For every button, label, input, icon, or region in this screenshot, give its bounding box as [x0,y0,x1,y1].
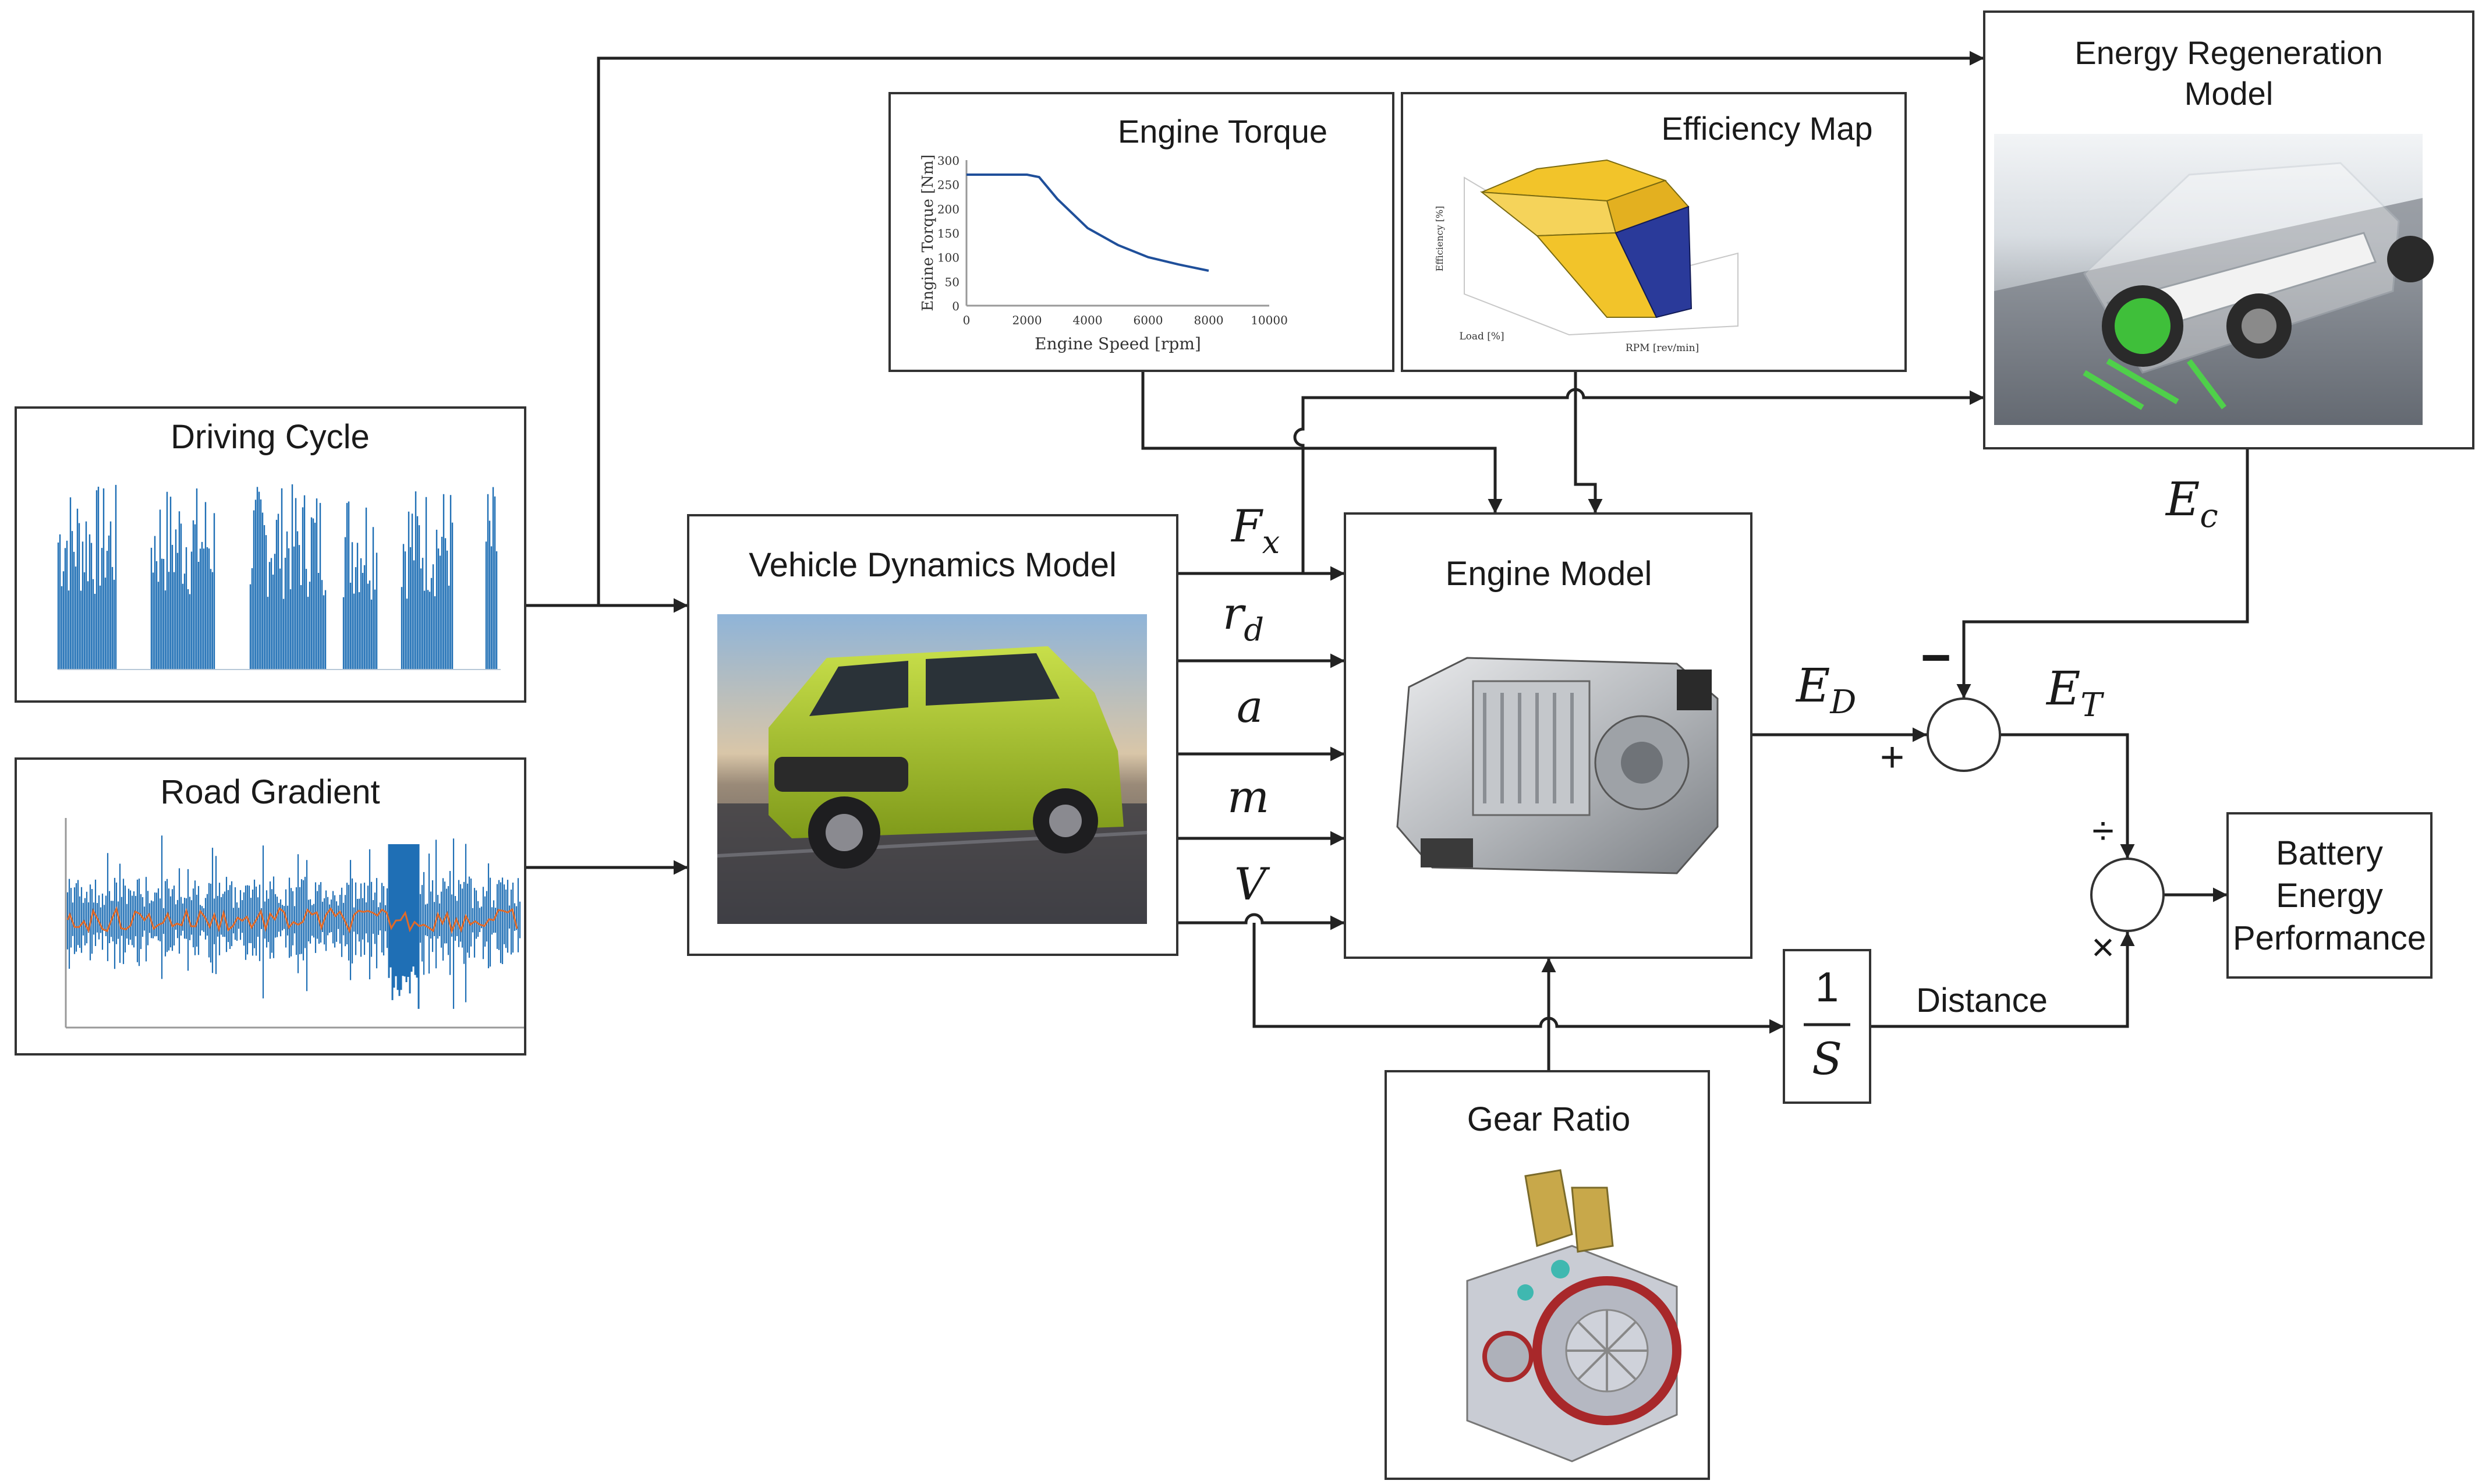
signal-v: V [1234,858,1270,910]
torque-ytick: 250 [937,178,959,192]
efficiency-rpm-label: RPM [rev/min] [1626,342,1699,354]
sum-junction[interactable] [1927,697,2001,772]
energy-regen-title-line2: Model [2184,75,2274,112]
engine-torque-title: Engine Torque [1118,113,1327,150]
product-divide: ÷ [2092,809,2113,853]
sum-minus: − [1921,629,1952,687]
engine-model-block[interactable]: Engine Model [1344,512,1752,959]
road-gradient-title: Road Gradient [160,773,380,811]
sum-plus: + [1880,734,1904,781]
vehicle-dynamics-title: Vehicle Dynamics Model [749,546,1117,584]
torque-ytick: 200 [937,202,959,216]
vehicle-dynamics-block[interactable]: Vehicle Dynamics Model [687,514,1178,956]
torque-curve [966,173,1209,272]
energy-regeneration-block[interactable]: Energy Regeneration Model [1983,10,2474,449]
driving-cycle-block[interactable]: Driving Cycle [15,406,526,703]
signal-rd: rd [1223,587,1264,648]
battery-energy-block[interactable]: Battery Energy Performance [2226,812,2433,979]
battery-title-line3: Performance [2233,919,2426,957]
torque-ytick: 0 [952,299,959,313]
engine-model-title: Engine Model [1446,555,1652,593]
energy-regen-title-line1: Energy Regeneration [2074,34,2382,71]
torque-xtick: 4000 [1073,313,1103,327]
battery-title-line1: Battery [2276,834,2383,872]
integrator-numerator: 1 [1815,964,1839,1011]
signal-fx: Fx [1230,500,1280,561]
signal-ed: ED [1795,658,1856,721]
driving-cycle-title: Driving Cycle [171,418,370,456]
torque-ylabel: Engine Torque [Nm] [919,154,937,311]
efficiency-zlabel: Efficiency [%] [1434,206,1445,272]
road-gradient-signal [66,835,521,1009]
torque-xtick: 6000 [1134,313,1163,327]
torque-xtick: 10000 [1251,313,1288,327]
engine-torque-plot: Engine Torque [Nm] Engine Speed [rpm] 30… [919,154,1288,353]
integrator-block[interactable]: 1 S [1783,949,1871,1104]
integrator-denominator: S [1812,1033,1842,1085]
engine-torque-block[interactable]: Engine Torque Engine Torque [Nm] Engine … [888,92,1394,372]
efficiency-surface: Efficiency [%] Load [%] RPM [rev/min] [1434,159,1739,354]
torque-ytick: 100 [937,251,959,265]
torque-xtick: 0 [963,313,971,327]
torque-xlabel: Engine Speed [rpm] [1035,334,1201,353]
torque-ytick: 300 [937,154,959,168]
distance-label: Distance [1916,982,2048,1019]
torque-xtick: 2000 [1012,313,1042,327]
signal-ec: Ec [2165,472,2218,535]
signal-m: m [1227,771,1269,823]
battery-title-line2: Energy [2276,877,2383,915]
gearbox-image [1466,1169,1681,1462]
torque-ytick: 150 [937,226,959,240]
efficiency-map-block[interactable]: Efficiency Map Efficiency [%] Load [%] R… [1401,92,1907,372]
product-times: × [2091,925,2115,969]
gear-ratio-title: Gear Ratio [1467,1100,1630,1138]
road-gradient-block[interactable]: Road Gradient [15,757,526,1056]
regen-chassis-image [1994,134,2434,425]
torque-ytick: 50 [945,275,959,289]
product-junction[interactable] [2090,858,2165,932]
vehicle-dynamics-outputs: Fx rd a m V [1223,500,1280,910]
car-photo [717,614,1148,924]
efficiency-load-label: Load [%] [1459,331,1504,342]
motor-photo [1396,657,1719,874]
gear-ratio-block[interactable]: Gear Ratio [1385,1070,1710,1480]
driving-cycle-signal [57,484,501,670]
efficiency-map-title: Efficiency Map [1661,110,1872,147]
signal-et: ET [2045,661,2104,724]
torque-xtick: 8000 [1194,313,1224,327]
signal-a: a [1237,681,1263,732]
connection-wires [525,51,2249,1071]
